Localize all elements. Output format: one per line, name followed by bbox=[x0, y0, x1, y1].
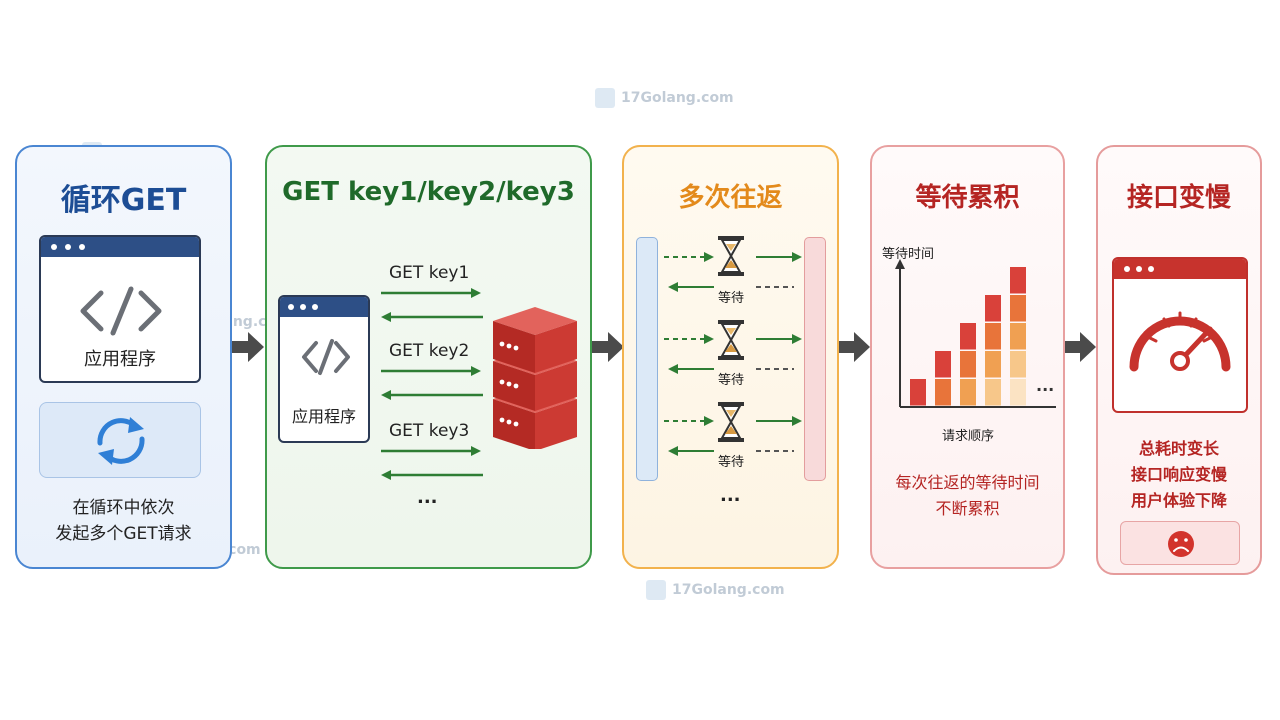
stacked-bar-segment bbox=[960, 323, 976, 350]
stacked-bar-segment bbox=[985, 323, 1001, 350]
stacked-bar-segment bbox=[935, 379, 951, 406]
round-trip-arrows bbox=[664, 252, 802, 456]
wait-label: 等待 bbox=[717, 291, 744, 306]
more-ellipsis: ... bbox=[720, 485, 741, 506]
caption-line: 在循环中依次 bbox=[72, 498, 175, 518]
loop-box bbox=[39, 402, 201, 478]
panel-title: GET key1/key2/key3 bbox=[282, 177, 575, 207]
stacked-bar-segment bbox=[1010, 379, 1026, 406]
stacked-bar-segment bbox=[1010, 295, 1026, 322]
database-server-icon bbox=[493, 307, 577, 449]
speedometer-icon bbox=[1129, 311, 1231, 372]
panel-wait-accumulate: 等待累积 等待时间 ... 请求顺序 每次往返的等待时间 不断累积 bbox=[870, 145, 1065, 569]
panel-title: 等待累积 bbox=[915, 183, 1020, 213]
sad-face-box bbox=[1120, 521, 1240, 565]
panel-get-keys: GET key1/key2/key3 应用程序 GET key1 GET key… bbox=[265, 145, 592, 569]
more-ellipsis: ... bbox=[417, 487, 438, 508]
caption-line: 总耗时变长 bbox=[1138, 439, 1219, 458]
panel-loop-get: 循环GET 应用程序 在循环中依次 发起多个GET请求 bbox=[15, 145, 232, 569]
stacked-bar-segment bbox=[1010, 323, 1026, 350]
stacked-bar-segment bbox=[1010, 351, 1026, 378]
panel-api-slow: 接口变慢 总耗时变长 接口响应变慢 用户体验下降 bbox=[1096, 145, 1262, 575]
x-axis-label: 请求顺序 bbox=[942, 429, 995, 444]
app-label: 应用程序 bbox=[84, 349, 156, 370]
watermark: 17Golang.com bbox=[595, 88, 734, 108]
flow-arrow bbox=[838, 332, 870, 362]
client-bar bbox=[636, 237, 658, 481]
request-arrows bbox=[381, 288, 483, 480]
request-label: GET key3 bbox=[389, 421, 470, 441]
stacked-bar-segment bbox=[985, 379, 1001, 406]
watermark: 17Golang.com bbox=[646, 580, 785, 600]
stacked-bar-segment bbox=[935, 351, 951, 378]
panel-title: 接口变慢 bbox=[1126, 183, 1231, 213]
flow-arrow bbox=[232, 332, 264, 362]
code-icon bbox=[302, 339, 350, 375]
hourglass-icon bbox=[718, 402, 744, 442]
caption-line: 发起多个GET请求 bbox=[55, 524, 192, 544]
stacked-bar-segment bbox=[1010, 267, 1026, 294]
wait-label: 等待 bbox=[717, 373, 744, 388]
server-bar bbox=[804, 237, 826, 481]
caption-line: 每次往返的等待时间 bbox=[895, 473, 1040, 492]
y-axis-arrowhead bbox=[895, 259, 905, 269]
stacked-bar-segment bbox=[910, 379, 926, 406]
panel-title: 循环GET bbox=[60, 183, 187, 218]
sad-face-icon bbox=[1168, 531, 1194, 557]
flow-arrow bbox=[592, 332, 624, 362]
stacked-bar-segment bbox=[960, 379, 976, 406]
refresh-icon bbox=[97, 417, 145, 465]
code-icon bbox=[80, 286, 162, 336]
app-window: 应用程序 bbox=[39, 235, 201, 383]
hourglass-icon bbox=[718, 320, 744, 360]
caption-line: 用户体验下降 bbox=[1130, 491, 1227, 510]
stacked-bar-segment bbox=[985, 295, 1001, 322]
caption-line: 接口响应变慢 bbox=[1130, 465, 1227, 484]
more-ellipsis: ... bbox=[1036, 376, 1054, 395]
hourglass-icon bbox=[718, 236, 744, 276]
wait-label: 等待 bbox=[717, 455, 744, 470]
stacked-bar-segment bbox=[960, 351, 976, 378]
app-label: 应用程序 bbox=[291, 407, 356, 426]
caption-line: 不断累积 bbox=[935, 499, 1000, 518]
request-label: GET key2 bbox=[389, 341, 470, 361]
app-window: 应用程序 bbox=[278, 295, 370, 443]
request-label: GET key1 bbox=[389, 263, 470, 283]
accumulation-chart: ... bbox=[895, 259, 1056, 408]
panel-title: 多次往返 bbox=[678, 183, 783, 213]
dashboard-window bbox=[1112, 257, 1248, 413]
flow-arrow bbox=[1064, 332, 1096, 362]
y-axis-label: 等待时间 bbox=[882, 247, 935, 262]
panel-round-trips: 多次往返 bbox=[622, 145, 839, 569]
stacked-bar-segment bbox=[985, 351, 1001, 378]
